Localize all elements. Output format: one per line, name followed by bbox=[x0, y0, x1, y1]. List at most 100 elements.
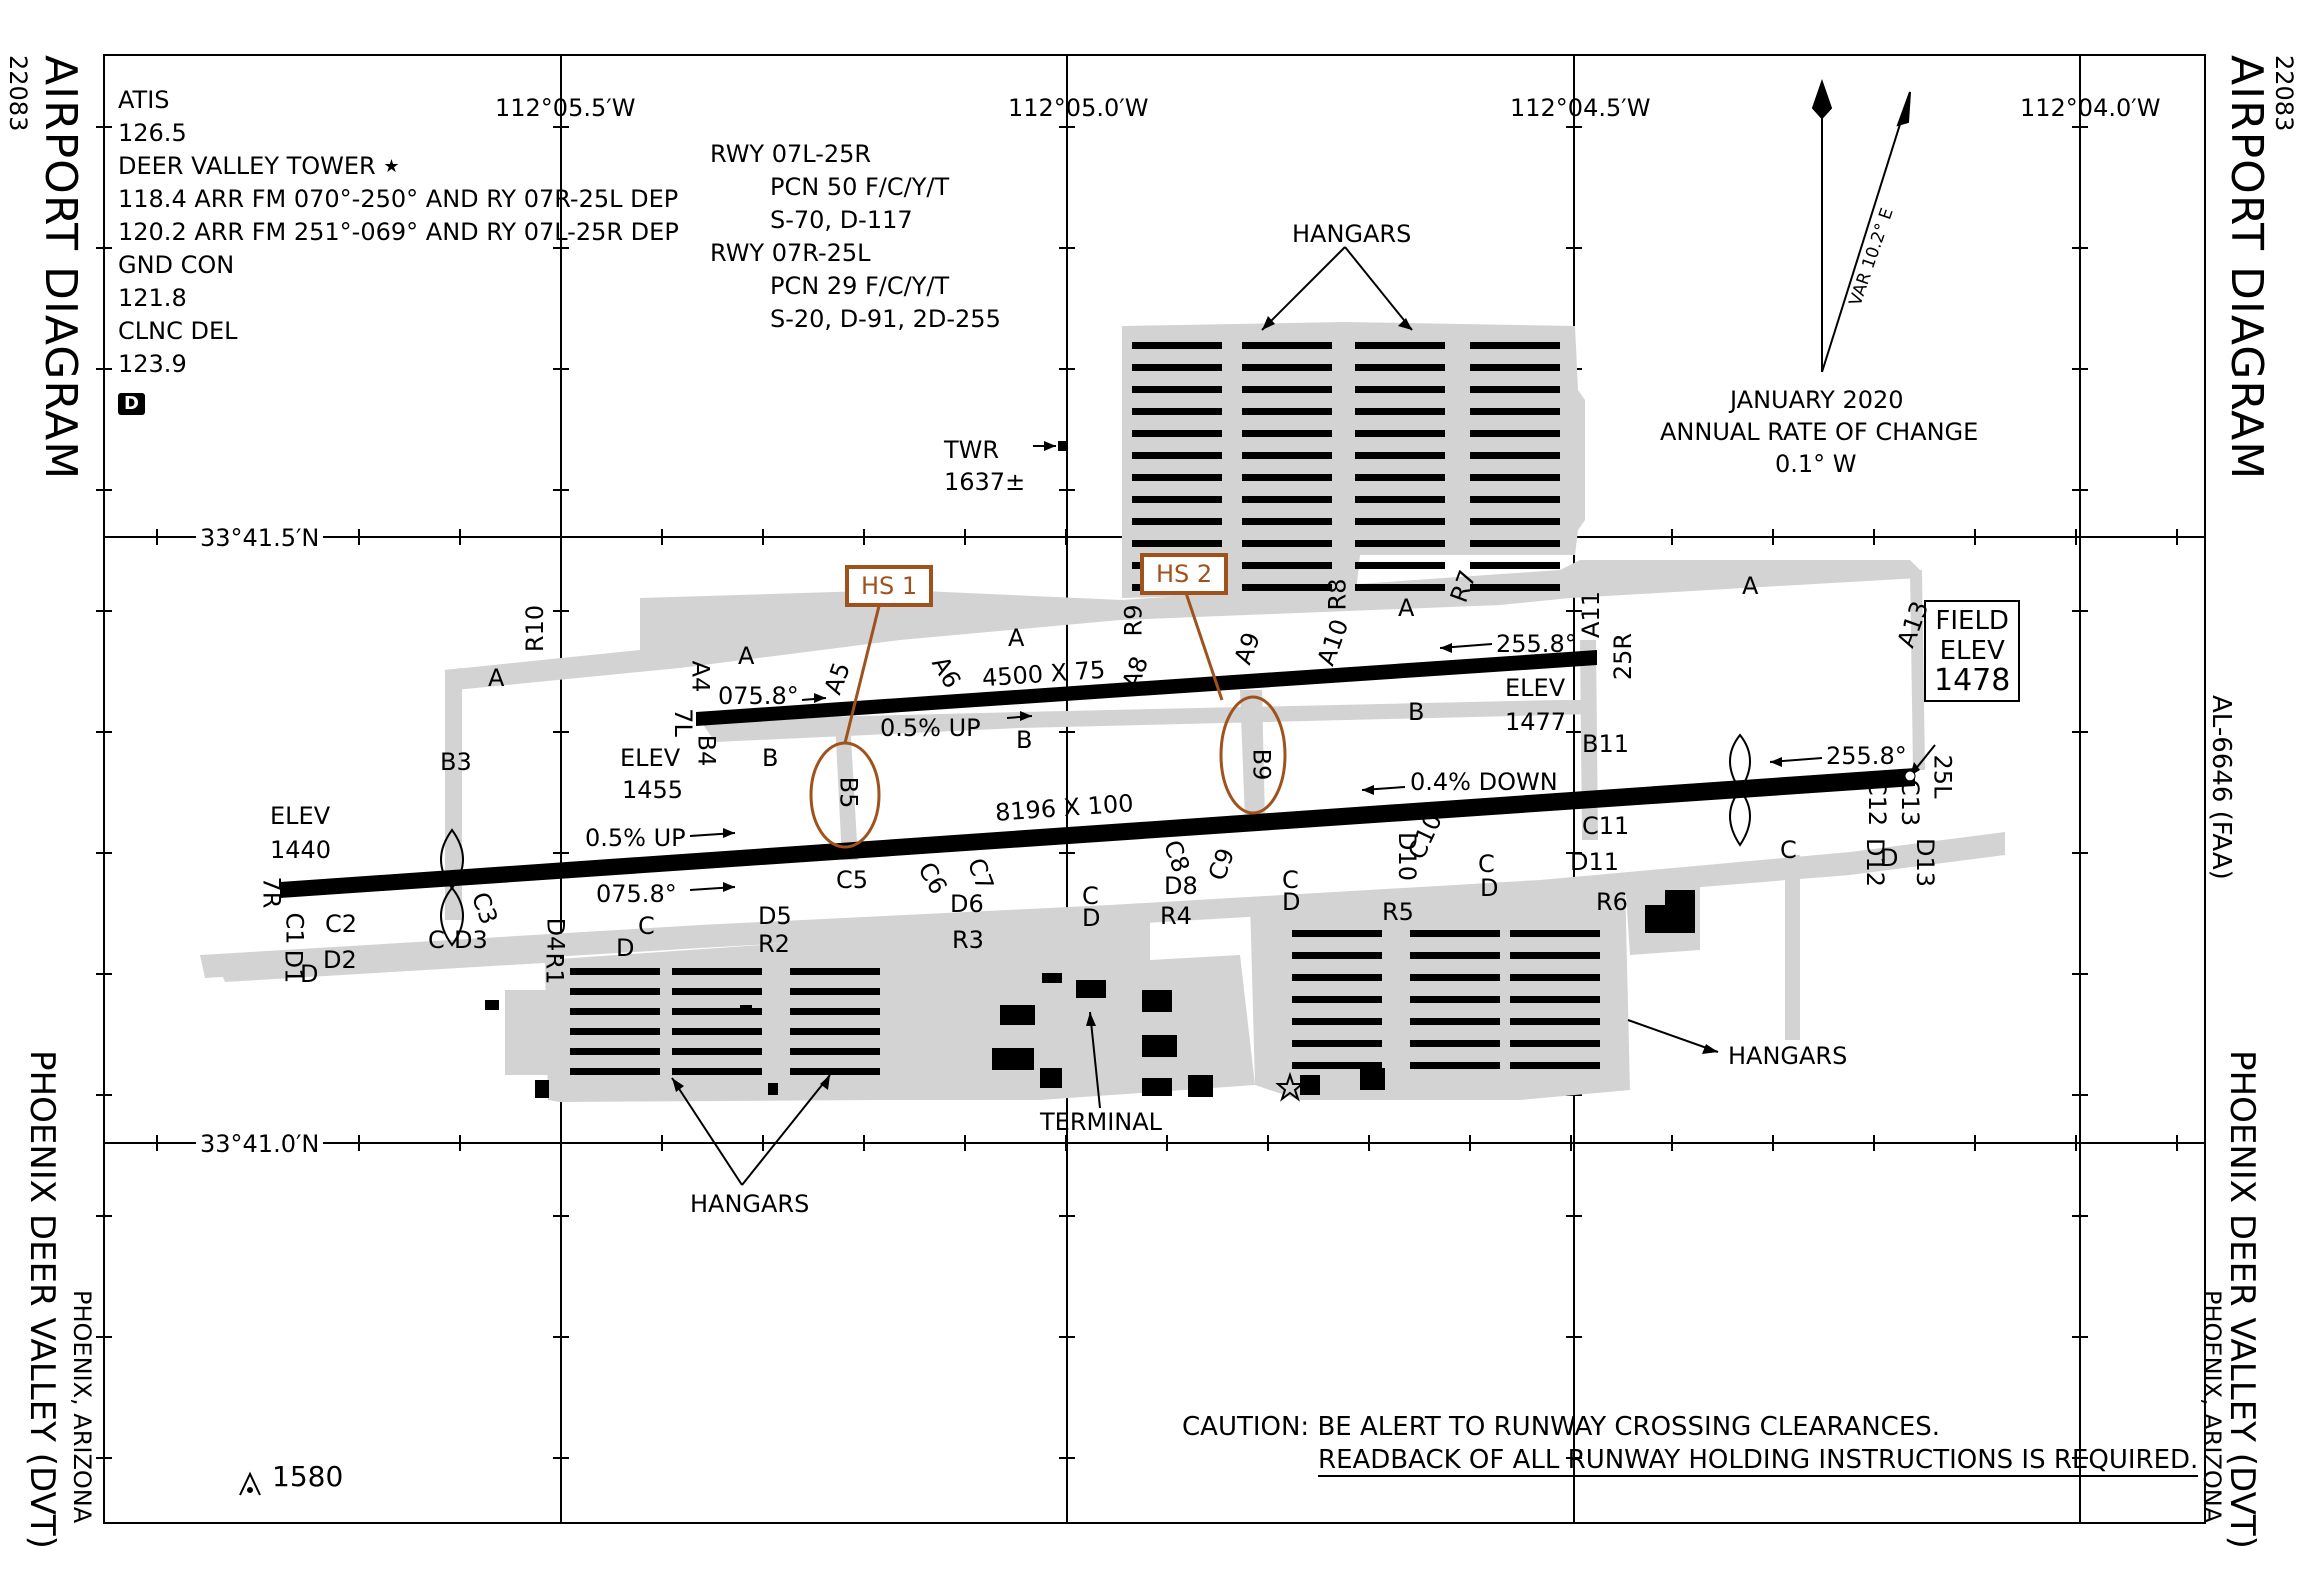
hangar-bar bbox=[1242, 496, 1332, 503]
hangar-bar bbox=[672, 988, 762, 995]
tower-symbol bbox=[1058, 441, 1068, 451]
hangar-bar bbox=[1510, 996, 1600, 1003]
chart-id-right: 22083 bbox=[2270, 55, 2298, 132]
hangar-bar bbox=[1355, 540, 1445, 547]
rwy2-weight: S-20, D-91, 2D-255 bbox=[770, 305, 1001, 333]
hangar-bar bbox=[1242, 430, 1332, 437]
elev-1440: 1440 bbox=[270, 836, 332, 864]
hangar-bar bbox=[1242, 386, 1332, 393]
taxiway-label-a: A bbox=[1742, 572, 1759, 600]
taxiway-label-d10: D10 bbox=[1393, 831, 1422, 882]
hangar-bar bbox=[1355, 452, 1445, 459]
taxiway-label-r10: R10 bbox=[521, 604, 550, 653]
caution-line-1: CAUTION: BE ALERT TO RUNWAY CROSSING CLE… bbox=[1182, 1412, 1941, 1442]
hangar-bar bbox=[1410, 1018, 1500, 1025]
hangar-bar bbox=[1242, 408, 1332, 415]
taxiway-b3 bbox=[445, 668, 462, 920]
hangar-bar bbox=[672, 1008, 762, 1015]
taxiway-label-a: A bbox=[488, 664, 505, 692]
hangar-bar bbox=[1470, 430, 1560, 437]
hangar-bar bbox=[1242, 562, 1332, 569]
hangar-bar bbox=[1510, 1062, 1600, 1069]
taxiway-label-r5: R5 bbox=[1382, 898, 1414, 926]
grad-south-up: 0.5% UP bbox=[585, 824, 686, 852]
hangar-bar bbox=[1355, 584, 1445, 591]
taxiway-label-d2: D2 bbox=[323, 946, 357, 974]
hangar-bar bbox=[1292, 1062, 1382, 1069]
hangar-bar bbox=[672, 1068, 762, 1075]
taxiway-label-r3: R3 bbox=[952, 926, 984, 954]
hangar-bar bbox=[1510, 1040, 1600, 1047]
hangar-bar bbox=[570, 968, 660, 975]
tower-label-map: TWR bbox=[944, 436, 1000, 464]
lon-label-3: 112°04.5′W bbox=[1510, 94, 1651, 122]
rwy-7l: 7L bbox=[668, 708, 697, 737]
hangar-bar bbox=[1132, 342, 1222, 349]
taxiway-label-c12: C12 bbox=[1863, 778, 1892, 827]
taxiway-label-d: D bbox=[1082, 904, 1101, 932]
taxiway-b bbox=[700, 700, 1595, 742]
hangar-bar bbox=[1355, 430, 1445, 437]
taxiway-label-c: C bbox=[1282, 866, 1299, 894]
hangar-bar bbox=[1292, 930, 1382, 937]
taxiway-label-r6: R6 bbox=[1596, 888, 1628, 916]
hangar-bar bbox=[790, 1068, 880, 1075]
hangar-bar bbox=[1510, 930, 1600, 937]
rate-of-change-label: ANNUAL RATE OF CHANGE bbox=[1660, 418, 1979, 446]
hangar-bar bbox=[1510, 974, 1600, 981]
hangar-bar bbox=[1355, 364, 1445, 371]
taxiway-b5 bbox=[835, 720, 858, 860]
elev-1455: 1455 bbox=[622, 776, 684, 804]
taxiway-label-a4: A4 bbox=[686, 660, 715, 693]
hangar-bar bbox=[1470, 496, 1560, 503]
taxiway-label-d8: D8 bbox=[1164, 872, 1198, 900]
doc-number: AL-6646 (FAA) bbox=[2206, 695, 2236, 880]
runway-07l-25r bbox=[696, 650, 1597, 726]
taxiway-label-r1: R1 bbox=[540, 952, 569, 985]
taxiway-label-a: A bbox=[1008, 624, 1025, 652]
hangar-bar bbox=[1292, 996, 1382, 1003]
hangar-bar bbox=[570, 1068, 660, 1075]
airport-name-right: PHOENIX DEER VALLEY (DVT) bbox=[2222, 1050, 2262, 1549]
hangar-buildings bbox=[570, 342, 1600, 1075]
misc-buildings bbox=[485, 890, 1695, 1098]
taxiway-label-d3: D3 bbox=[454, 926, 488, 954]
taxiway-label-c: C bbox=[638, 912, 655, 940]
field-elev-label-1: FIELD bbox=[1935, 606, 2009, 636]
hangar-bar bbox=[1355, 386, 1445, 393]
hangar-bar bbox=[1410, 952, 1500, 959]
hangar-bar bbox=[1132, 540, 1222, 547]
hs2-leader bbox=[1183, 589, 1224, 701]
taxiway-label-c2: C2 bbox=[325, 910, 358, 938]
clearance-label: CLNC DEL bbox=[118, 317, 238, 345]
hangar-bar bbox=[790, 1048, 880, 1055]
taxiway-label-c: C bbox=[428, 926, 445, 954]
hangar-bar bbox=[1470, 540, 1560, 547]
rwy1-weight: S-70, D-117 bbox=[770, 206, 913, 234]
taxiway-label-b5: B5 bbox=[834, 776, 863, 809]
rwy1-pcn: PCN 50 F/C/Y/T bbox=[770, 173, 950, 201]
hs1-leader bbox=[843, 601, 882, 744]
arrow-heads bbox=[672, 316, 1920, 1092]
chart-id-left: 22083 bbox=[4, 55, 32, 132]
taxiway-label-c1: C1 bbox=[280, 912, 309, 945]
hangar-bar bbox=[790, 1008, 880, 1015]
taxiway-a13 bbox=[1910, 570, 1925, 770]
taxiway-c-spur bbox=[1785, 855, 1800, 1040]
hangar-bar bbox=[570, 1048, 660, 1055]
hot-spot-1: HS 1 bbox=[845, 565, 934, 607]
taxiway-label-c5: C5 bbox=[836, 866, 869, 894]
south-apron-west bbox=[545, 935, 905, 1102]
hangar-bar bbox=[1242, 584, 1332, 591]
atis-label: ATIS bbox=[118, 86, 170, 114]
taxiway-a bbox=[445, 560, 1920, 690]
obstacle-elev: 1580 bbox=[272, 1460, 344, 1493]
hangar-bar bbox=[1242, 342, 1332, 349]
taxiway-label-r2: R2 bbox=[758, 930, 790, 958]
hangar-bar bbox=[1242, 518, 1332, 525]
hangar-bar bbox=[1355, 408, 1445, 415]
north-hangar-apron bbox=[1122, 322, 1585, 598]
hot-spot-2: HS 2 bbox=[1140, 553, 1229, 595]
star-symbols bbox=[1275, 1071, 1305, 1102]
taxiway-label-b9: B9 bbox=[1247, 748, 1276, 781]
